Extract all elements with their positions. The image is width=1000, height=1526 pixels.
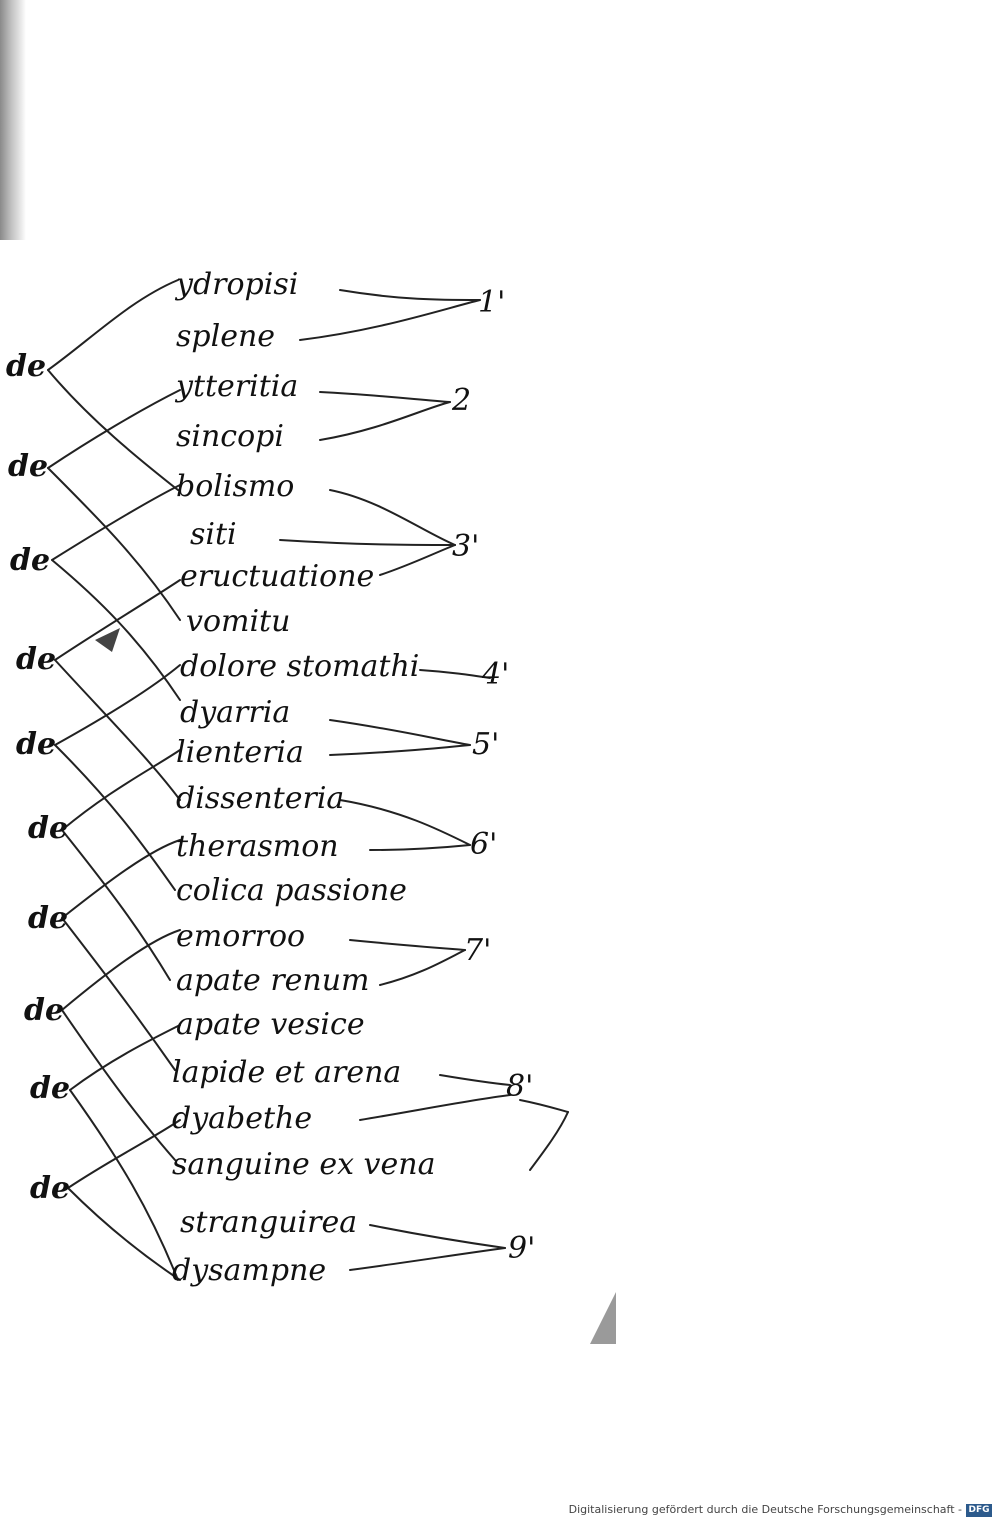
- connector-line: [67, 1119, 181, 1189]
- connector-line: [329, 719, 471, 746]
- footer-credit: Digitalisierung gefördert durch die Deut…: [568, 1503, 962, 1516]
- connector-line: [349, 1247, 506, 1271]
- chapter-number: 5': [472, 727, 500, 762]
- de-word: de: [6, 349, 47, 384]
- page-corner-fold: [590, 1292, 616, 1344]
- connector-line: [299, 299, 481, 341]
- connector-line: [529, 1111, 569, 1171]
- connector-line: [69, 1024, 181, 1091]
- ink-smudge: [95, 628, 120, 652]
- connector-line: [61, 839, 181, 919]
- connector-line: [369, 1224, 506, 1249]
- connector-line: [51, 484, 181, 561]
- connector-line: [359, 1094, 511, 1121]
- entry-sincopi: sincopi: [176, 419, 284, 454]
- connector-line: [47, 369, 179, 491]
- entry-lienteria: lienteria: [176, 735, 304, 770]
- connector-line: [319, 391, 451, 403]
- connector-line: [61, 1009, 176, 1161]
- connector-line: [369, 844, 471, 851]
- de-word: de: [30, 1171, 71, 1206]
- entry-splene: splene: [176, 319, 276, 354]
- chapter-number: 7': [464, 933, 492, 968]
- connector-line: [54, 659, 181, 801]
- chapter-number: 2: [452, 383, 472, 418]
- chapter-number: 8': [506, 1069, 534, 1104]
- connector-line: [339, 289, 481, 301]
- entry-dysampne: dysampne: [172, 1253, 327, 1288]
- connector-line: [61, 929, 181, 1011]
- entry-colica-passione: colica passione: [176, 873, 407, 908]
- entry-therasmon: therasmon: [176, 829, 339, 864]
- entry-emorroo: emorroo: [176, 919, 306, 954]
- connector-line: [54, 744, 176, 891]
- connector-line: [51, 559, 181, 701]
- connector-line: [47, 467, 181, 621]
- entry-dissenteria: dissenteria: [176, 781, 345, 816]
- connector-line: [54, 664, 181, 746]
- connector-line: [519, 1099, 569, 1113]
- chapter-number: 1': [478, 285, 506, 320]
- connector-line: [61, 829, 171, 981]
- connector-line: [47, 389, 181, 469]
- connector-line: [54, 579, 181, 661]
- entry-siti: siti: [190, 517, 237, 552]
- scan-shadow-edge: [0, 0, 26, 240]
- entry-lapide-et-arena: lapide et arena: [172, 1055, 402, 1090]
- entry-apate-renum: apate renum: [176, 963, 370, 998]
- connector-line: [329, 489, 456, 546]
- entry-vomitu: vomitu: [186, 604, 291, 639]
- de-word: de: [30, 1071, 71, 1106]
- chapter-number: 3': [452, 529, 480, 564]
- connector-line: [419, 669, 491, 679]
- entry-bolismo: bolismo: [176, 469, 295, 504]
- connector-line: [279, 539, 456, 546]
- entry-ytteritia: ytteritia: [176, 369, 299, 404]
- chapter-number: 9': [508, 1231, 536, 1266]
- de-word: de: [28, 901, 69, 936]
- entry-stranguirea: stranguirea: [180, 1205, 358, 1240]
- connector-line: [329, 744, 471, 756]
- de-word: de: [24, 993, 65, 1028]
- entry-eructuatione: eructuatione: [180, 559, 375, 594]
- de-word: de: [28, 811, 69, 846]
- entry-sanguine-ex-vena: sanguine ex vena: [172, 1147, 436, 1182]
- connector-line: [69, 1089, 179, 1281]
- connector-line: [339, 799, 471, 846]
- entry-dyabethe: dyabethe: [172, 1101, 313, 1136]
- de-word: de: [16, 727, 57, 762]
- entry-dyarria: dyarria: [180, 695, 291, 730]
- connector-line: [379, 949, 466, 986]
- connector-line: [61, 917, 176, 1071]
- de-word: de: [10, 543, 51, 578]
- connector-line: [349, 939, 466, 951]
- connector-line: [61, 749, 181, 831]
- de-word: de: [16, 642, 57, 677]
- entry-apate-vesice: apate vesice: [176, 1007, 365, 1042]
- de-word: de: [8, 449, 49, 484]
- connector-line: [379, 544, 456, 576]
- connector-line: [319, 401, 451, 441]
- entry-ydropisi: ydropisi: [176, 267, 299, 302]
- connector-line: [439, 1074, 511, 1086]
- chapter-number: 4': [482, 657, 510, 692]
- connector-line: [67, 1187, 181, 1281]
- entry-dolore-stomathi: dolore stomathi: [180, 649, 420, 684]
- chapter-number: 6': [470, 827, 498, 862]
- dfg-logo: DFG: [966, 1504, 992, 1517]
- connector-line: [47, 279, 179, 371]
